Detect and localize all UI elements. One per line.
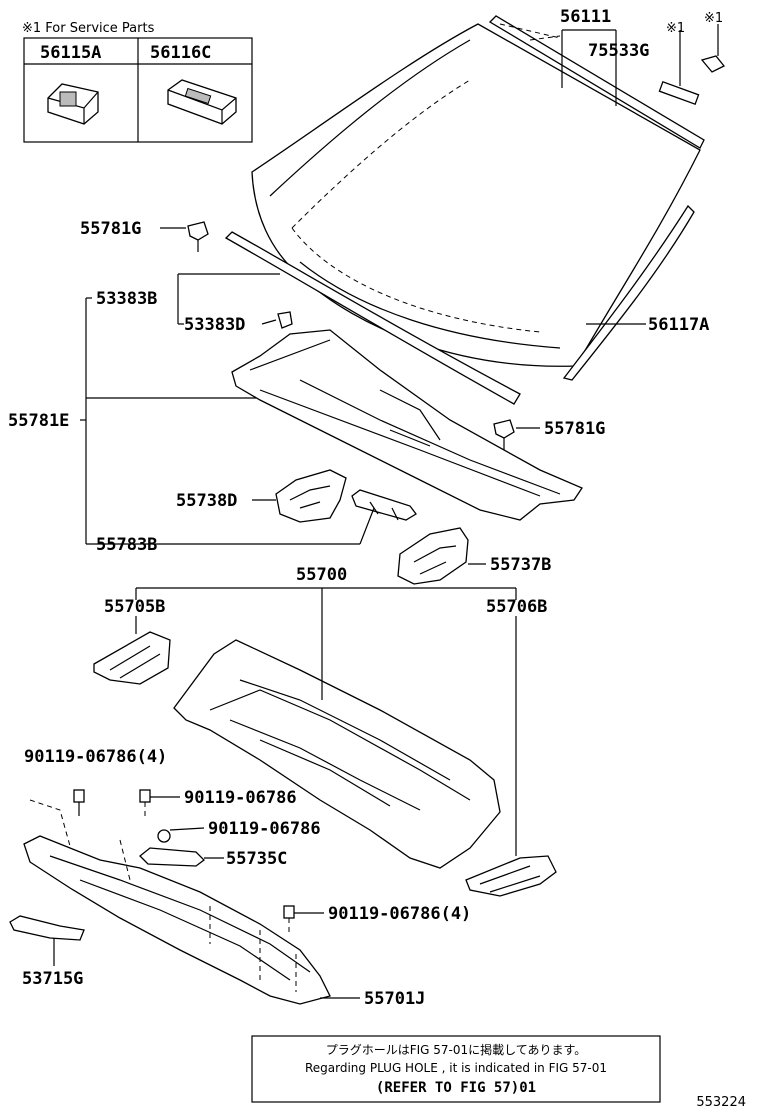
seal-53383B [224,231,521,405]
note-line-english: Regarding PLUG HOLE , it is indicated in… [305,1061,607,1075]
clip-55781G-right [493,419,515,452]
label-56115A: 56115A [40,43,101,63]
label-55738D: 55738D [176,491,237,511]
label-55706B: 55706B [486,597,547,617]
bracket-55706B [465,855,557,897]
label-90119-06786-b: 90119-06786 [208,819,321,839]
bracket-55737B [397,527,469,585]
label-53715G: 53715G [22,969,83,989]
service-note: ※1 For Service Parts [22,21,155,36]
label-75533G: 75533G [588,41,649,61]
cowl-assembly-55700 [173,639,501,869]
clip-53383D [277,311,293,329]
label-56111: 56111 [560,7,611,27]
label-55781G-top: 55781G [80,219,141,239]
label-90119-06786-4a: 90119-06786(4) [24,747,167,767]
clip-mark1 [658,24,726,106]
bolt-90119-a [73,789,85,816]
bracket-55738D [275,469,347,523]
label-90119-06786-4b: 90119-06786(4) [328,904,471,924]
moulding-56117A [562,204,695,381]
bolt-90119-b [139,789,151,816]
leader-lines [53,29,646,999]
clip-55781G-top [187,221,209,252]
label-55781G-right: 55781G [544,419,605,439]
mark-2: ※1 [704,11,723,26]
figure-id: 553224 [696,1095,746,1110]
label-90119-06786-a: 90119-06786 [184,788,297,808]
cowl-panel-55781E [231,329,583,521]
plate-56116C-icon [167,79,237,125]
part-labels: 56111 ※1 ※1 75533G 55781G 53383B 53383D … [8,7,723,1009]
note-frame [251,1035,661,1103]
mark-1: ※1 [666,21,685,36]
label-53383B: 53383B [96,289,157,309]
service-parts-box: ※1 For Service Parts 56115A 56116C [22,21,253,143]
windshield-glass [251,23,701,367]
bolt-90119-d [283,905,295,936]
bracket-53715G [9,915,85,941]
label-55781E: 55781E [8,411,69,431]
note-line-refer: (REFER TO FIG 57)01 [376,1080,536,1096]
label-53383D: 53383D [184,315,245,335]
moulding-56111 [488,15,705,149]
note-box: プラグホールはFIG 57-01に掲載してあります。 Regarding PLU… [251,1035,661,1103]
label-55735C: 55735C [226,849,287,869]
label-56116C: 56116C [150,43,211,63]
label-55737B: 55737B [490,555,551,575]
lower-panel-55701J [23,799,331,1005]
label-55783B: 55783B [96,535,157,555]
label-56117A: 56117A [648,315,709,335]
bolt-90119-c [157,829,171,843]
note-line-japanese: プラグホールはFIG 57-01に掲載してあります。 [326,1042,587,1057]
clip-56115A-icon [47,83,99,125]
bracket-55735C [139,847,205,867]
bracket-55783B [351,489,417,521]
label-55700: 55700 [296,565,347,585]
label-55705B: 55705B [104,597,165,617]
label-55701J: 55701J [364,989,425,1009]
bracket-55705B [93,631,171,685]
